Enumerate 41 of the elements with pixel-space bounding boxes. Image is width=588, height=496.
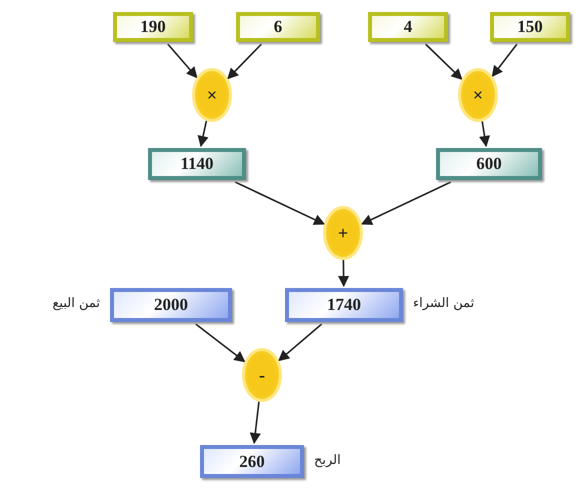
arrow xyxy=(492,44,518,78)
value-box xyxy=(490,12,570,42)
arrow xyxy=(198,120,209,148)
value-text: 190 xyxy=(140,17,166,37)
value-text: 2000 xyxy=(154,295,188,315)
value-box xyxy=(236,12,320,42)
value-text: 4 xyxy=(404,17,412,37)
arrow xyxy=(167,43,198,78)
arrow xyxy=(234,181,326,225)
value-box xyxy=(110,288,232,322)
node-caption: ثمن الشراء xyxy=(413,296,474,311)
arrow xyxy=(278,323,322,362)
arrow xyxy=(360,181,452,225)
arrow xyxy=(479,121,490,148)
arrow xyxy=(195,323,246,362)
value-box xyxy=(368,12,448,42)
value-box xyxy=(113,12,193,42)
arrow xyxy=(227,43,262,80)
operator-ellipse xyxy=(458,68,498,122)
value-box xyxy=(436,148,542,180)
value-text: 1140 xyxy=(180,154,214,174)
value-box xyxy=(148,148,246,180)
operator-ellipse xyxy=(323,206,363,260)
arrow xyxy=(338,260,350,288)
value-box xyxy=(200,445,304,478)
arrow xyxy=(424,43,463,80)
value-text: 600 xyxy=(476,154,502,174)
value-text: 150 xyxy=(517,17,543,37)
node-caption: الربح xyxy=(314,452,341,468)
value-text: 260 xyxy=(239,452,265,472)
value-text: 6 xyxy=(274,17,282,37)
operator-symbol: × xyxy=(206,84,218,106)
arrow xyxy=(250,402,261,444)
value-box xyxy=(285,288,403,322)
node-caption: ثمن البيع xyxy=(52,296,100,311)
value-text: 1740 xyxy=(327,295,361,315)
operator-ellipse xyxy=(242,348,282,402)
operator-symbol: + xyxy=(338,222,348,244)
operator-symbol: × xyxy=(472,84,484,106)
operator-symbol: - xyxy=(259,364,265,386)
operator-ellipse xyxy=(192,68,232,122)
